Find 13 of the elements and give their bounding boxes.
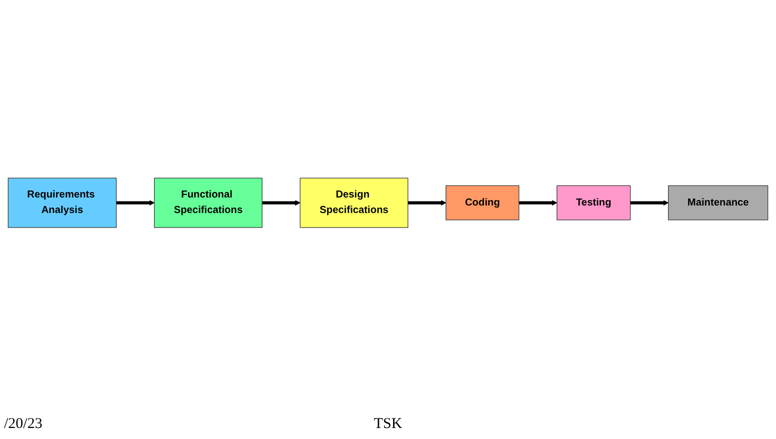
arrow (116, 200, 155, 206)
node-box: Coding (446, 185, 520, 220)
footer-text: /20/23 (4, 416, 42, 433)
arrow (518, 200, 558, 206)
arrow (408, 200, 446, 206)
footer-text: TSK (374, 416, 402, 433)
node-box: Requirements Analysis (8, 177, 117, 228)
arrow (262, 200, 300, 206)
node-box: Testing (556, 185, 631, 220)
node-box: Functional Specifications (154, 177, 262, 228)
node-box: Design Specifications (300, 177, 408, 228)
node-box: Maintenance (668, 185, 768, 220)
arrow (630, 200, 669, 206)
